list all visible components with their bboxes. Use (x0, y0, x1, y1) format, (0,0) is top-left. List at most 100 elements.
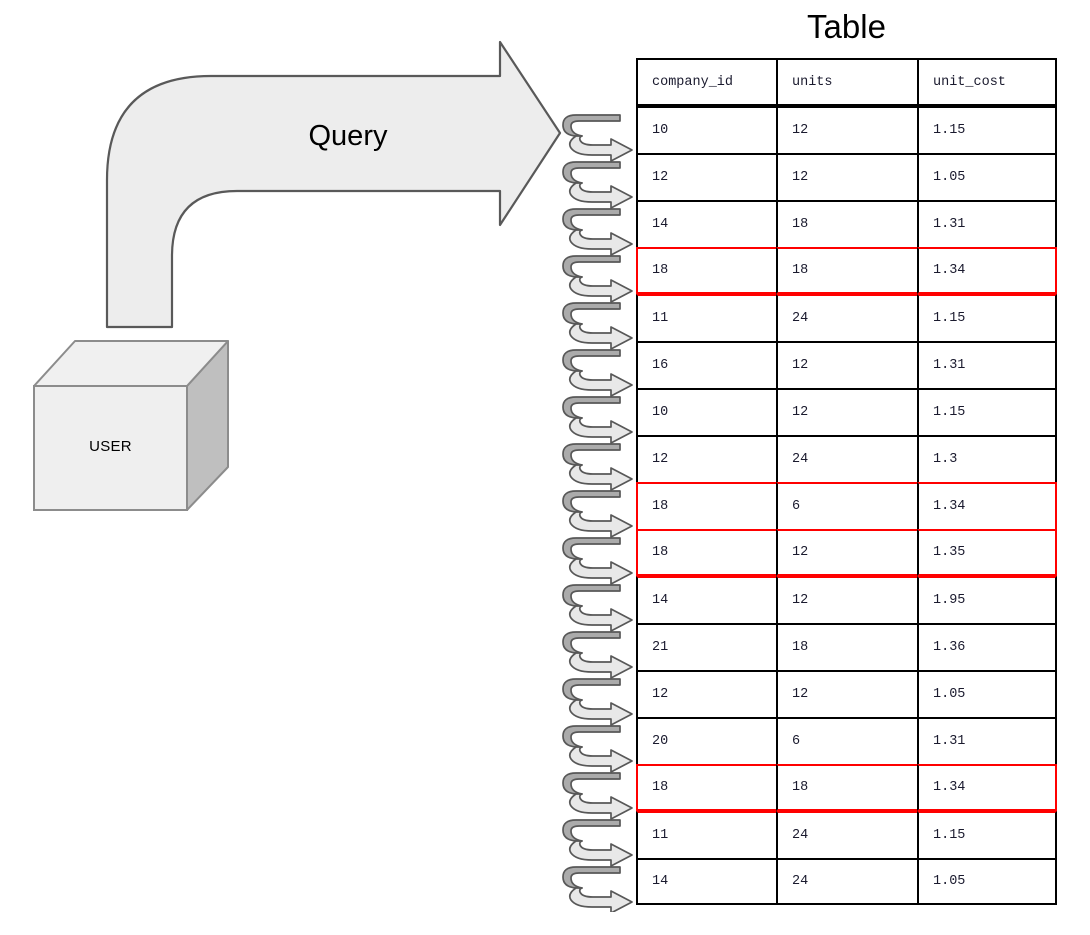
cell-units: 18 (776, 623, 917, 670)
coil-loop-13 (562, 678, 633, 726)
query-arrow-label: Query (308, 120, 388, 152)
cell-company-id: 20 (636, 717, 776, 764)
coil-loop-2 (562, 161, 633, 209)
coil-loop-1 (562, 114, 633, 162)
cell-unit-cost: 1.34 (917, 247, 1057, 294)
cell-unit-cost: 1.3 (917, 435, 1057, 482)
cell-company-id: 16 (636, 341, 776, 388)
cell-unit-cost: 1.36 (917, 623, 1057, 670)
cell-unit-cost: 1.34 (917, 764, 1057, 811)
table-header-row: company_id units unit_cost (636, 58, 1057, 106)
user-node-label: USER (89, 438, 132, 455)
cell-company-id: 12 (636, 670, 776, 717)
cell-unit-cost: 1.31 (917, 717, 1057, 764)
coil-loop-7 (562, 396, 633, 444)
coil-loop-11 (562, 584, 633, 632)
cell-company-id: 14 (636, 200, 776, 247)
coil-loop-10 (562, 537, 633, 585)
cell-unit-cost: 1.15 (917, 106, 1057, 153)
coil-loop-17 (562, 866, 633, 912)
coil-loop-4 (562, 255, 633, 303)
query-arrow-shape (105, 40, 562, 329)
cell-company-id: 12 (636, 153, 776, 200)
table-title: Table (807, 8, 886, 45)
coil-loop-12 (562, 631, 633, 679)
coil-loop-16 (562, 819, 633, 867)
cell-units: 12 (776, 529, 917, 576)
cell-company-id: 11 (636, 294, 776, 341)
coil-loop-3 (562, 208, 633, 256)
column-header-company-id: company_id (636, 58, 776, 106)
cell-company-id: 10 (636, 388, 776, 435)
column-header-unit-cost: unit_cost (917, 58, 1057, 106)
cell-company-id: 11 (636, 811, 776, 858)
cube-front-face (33, 385, 188, 511)
cell-company-id: 18 (636, 482, 776, 529)
cell-company-id: 21 (636, 623, 776, 670)
cell-company-id: 12 (636, 435, 776, 482)
cell-company-id: 14 (636, 576, 776, 623)
iteration-coil (562, 114, 633, 912)
table-header: company_id units unit_cost (636, 58, 1057, 106)
cell-unit-cost: 1.15 (917, 811, 1057, 858)
cell-units: 18 (776, 247, 917, 294)
cell-unit-cost: 1.05 (917, 153, 1057, 200)
cell-unit-cost: 1.05 (917, 670, 1057, 717)
cell-units: 18 (776, 200, 917, 247)
cell-units: 12 (776, 576, 917, 623)
cell-unit-cost: 1.34 (917, 482, 1057, 529)
cell-units: 24 (776, 294, 917, 341)
flow-diagram (33, 40, 562, 511)
coil-loop-15 (562, 772, 633, 820)
cell-company-id: 10 (636, 106, 776, 153)
cell-units: 24 (776, 858, 917, 905)
cell-units: 12 (776, 153, 917, 200)
cell-units: 12 (776, 106, 917, 153)
cell-unit-cost: 1.95 (917, 576, 1057, 623)
cell-units: 12 (776, 670, 917, 717)
cell-unit-cost: 1.15 (917, 388, 1057, 435)
coil-loop-5 (562, 302, 633, 350)
coil-loop-14 (562, 725, 633, 773)
cell-units: 24 (776, 435, 917, 482)
coil-loop-8 (562, 443, 633, 491)
cell-units: 12 (776, 388, 917, 435)
coil-loop-6 (562, 349, 633, 397)
cell-unit-cost: 1.05 (917, 858, 1057, 905)
cell-unit-cost: 1.31 (917, 200, 1057, 247)
cell-unit-cost: 1.31 (917, 341, 1057, 388)
cell-unit-cost: 1.15 (917, 294, 1057, 341)
coil-loop-9 (562, 490, 633, 538)
cell-units: 24 (776, 811, 917, 858)
cell-company-id: 18 (636, 764, 776, 811)
cell-unit-cost: 1.35 (917, 529, 1057, 576)
cell-units: 12 (776, 341, 917, 388)
user-cube (33, 340, 229, 511)
cell-units: 18 (776, 764, 917, 811)
cell-company-id: 14 (636, 858, 776, 905)
cell-units: 6 (776, 717, 917, 764)
cell-company-id: 18 (636, 529, 776, 576)
cell-company-id: 18 (636, 247, 776, 294)
cell-units: 6 (776, 482, 917, 529)
column-header-units: units (776, 58, 917, 106)
